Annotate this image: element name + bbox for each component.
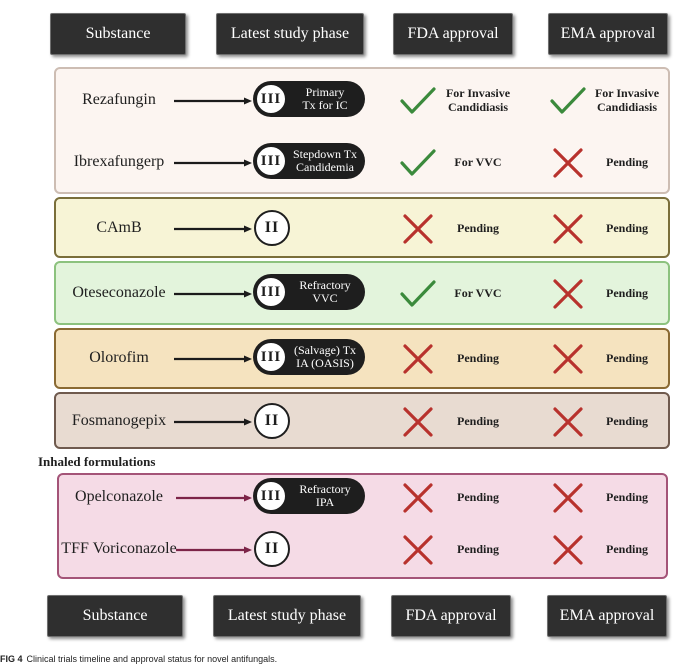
footer-fda: FDA approval (391, 595, 511, 637)
phase-arrow (174, 225, 252, 233)
substance-name: Ibrexafungerp (73, 153, 165, 170)
substance-name: Opelconazole (75, 488, 163, 505)
fda-status: For VVC (454, 286, 502, 300)
figure-label: FIG 4 (0, 654, 23, 664)
cross-icon (403, 407, 433, 437)
header-phase: Latest study phase (216, 13, 364, 55)
check-icon (400, 87, 436, 114)
cross-icon (403, 344, 433, 374)
header-substance: Substance (50, 13, 186, 55)
section-label-inhaled: Inhaled formulations (38, 454, 156, 469)
phase-arrow (174, 418, 252, 426)
cross-icon (553, 148, 583, 178)
cross-icon (553, 407, 583, 437)
check-icon (400, 280, 436, 307)
cross-icon (403, 535, 433, 565)
fda-status: Pending (456, 542, 499, 556)
phase-arrow (174, 355, 252, 363)
header-ema: EMA approval (548, 13, 668, 55)
ema-status: Pending (605, 414, 648, 428)
cross-icon (553, 344, 583, 374)
phase-pill: III Refractory IPA (253, 478, 365, 514)
phase-number: II (254, 531, 290, 567)
cross-icon (553, 214, 583, 244)
drug-row: Rezafungin III Primary Tx for IC For Invasi… (0, 70, 690, 130)
ema-status: Pending (605, 542, 648, 556)
phase-number: III (255, 145, 287, 177)
fda-status: Pending (456, 490, 499, 504)
phase-arrow (174, 159, 252, 167)
ema-status: Pending (605, 286, 648, 300)
phase-pill: III Refractory VVC (253, 274, 365, 310)
fda-status: Pending (456, 221, 499, 235)
footer-substance: Substance (47, 595, 183, 637)
phase-arrow (174, 290, 252, 298)
phase-indication: Primary Tx for IC (302, 85, 348, 112)
phase-number: II (254, 210, 290, 246)
substance-name: Rezafungin (82, 91, 156, 108)
drug-row: CAmB II Pending Pending (0, 198, 690, 258)
fda-status: For VVC (454, 155, 502, 169)
phase-indication: Refractory VVC (299, 278, 351, 305)
check-icon (550, 87, 586, 114)
fda-status: Pending (456, 414, 499, 428)
phase-indication: (Salvage) Tx IA (OASIS) (293, 343, 357, 370)
fda-status: Pending (456, 351, 499, 365)
substance-name: Oteseconazole (72, 284, 166, 301)
substance-name: CAmB (96, 219, 142, 236)
header-fda: FDA approval (393, 13, 513, 55)
drug-row: Oteseconazole III Refractory VVC For VVC Pen… (0, 263, 690, 323)
phase-arrow (176, 494, 252, 502)
phase-number: III (255, 341, 287, 373)
phase-pill: III(Salvage) Tx IA (OASIS) (253, 339, 365, 375)
cross-icon (403, 214, 433, 244)
cross-icon (403, 483, 433, 513)
drug-row: Fosmanogepix II Pending Pending (0, 391, 690, 451)
phase-number: II (254, 403, 290, 439)
ema-status: For Invasive Candidiasis (594, 86, 660, 114)
phase-indication: Refractory IPA (299, 482, 351, 509)
figure-caption-text: Clinical trials timeline and approval st… (26, 654, 278, 664)
ema-status: Pending (605, 351, 648, 365)
drug-row: Olorofim III(Salvage) Tx IA (OASIS) Pendin… (0, 328, 690, 388)
phase-pill: III Primary Tx for IC (253, 81, 365, 117)
ema-status: Pending (605, 490, 648, 504)
cross-icon (553, 279, 583, 309)
phase-arrow (176, 546, 252, 554)
footer-ema: EMA approval (547, 595, 667, 637)
substance-name: Olorofim (89, 349, 149, 366)
cross-icon (553, 535, 583, 565)
phase-number: III (255, 480, 287, 512)
drug-row: TFF Voriconazole II Pending Pending (0, 519, 690, 579)
check-icon (400, 149, 436, 176)
phase-number: III (255, 276, 287, 308)
ema-status: Pending (605, 221, 648, 235)
phase-arrow (174, 97, 252, 105)
phase-indication: Stepdown Tx Candidemia (292, 147, 358, 174)
fda-status: For Invasive Candidiasis (445, 86, 511, 114)
substance-name: Fosmanogepix (71, 412, 167, 429)
cross-icon (553, 483, 583, 513)
ema-status: Pending (605, 155, 648, 169)
drug-row: Opelconazole III Refractory IPA Pending Pend… (0, 467, 690, 527)
substance-name: TFF Voriconazole (61, 540, 177, 557)
footer-phase: Latest study phase (213, 595, 361, 637)
phase-number: III (255, 83, 287, 115)
